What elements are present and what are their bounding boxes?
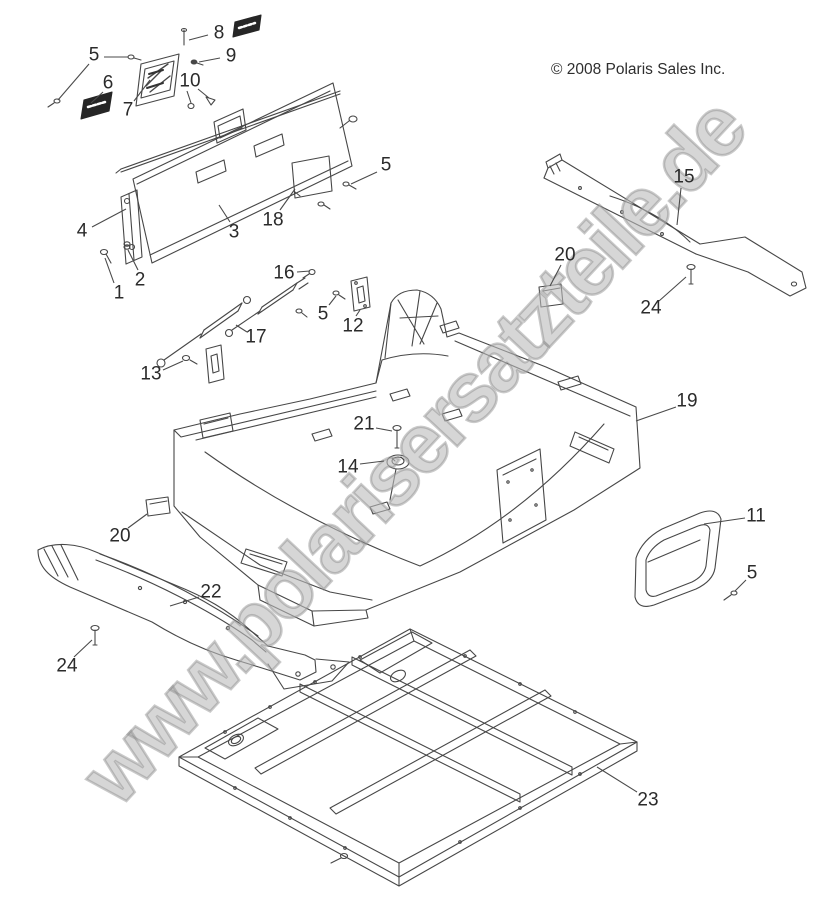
pad-20-left (145, 496, 171, 517)
leader-line-22 (169, 596, 200, 607)
leader-line-5 (328, 295, 337, 306)
callout-21: 21 (353, 413, 375, 435)
callout-5: 5 (88, 44, 100, 66)
leader-line-13 (162, 360, 184, 371)
bracket-13 (205, 344, 225, 384)
leader-line-9 (198, 57, 221, 63)
screw-5-bottom (723, 590, 738, 601)
callout-22: 22 (200, 581, 222, 603)
bracket-15 (543, 153, 807, 297)
leader-line-24 (658, 276, 687, 302)
callout-13: 13 (140, 363, 162, 385)
leader-line-2 (127, 249, 139, 271)
decal-small-2 (232, 14, 262, 38)
leader-line-19 (635, 406, 677, 422)
leader-line-4 (91, 208, 127, 228)
callout-24: 24 (640, 297, 662, 319)
tailgate-fasteners (47, 27, 357, 264)
emblem (135, 53, 180, 107)
callout-15: 15 (673, 166, 695, 188)
callout-5: 5 (380, 154, 392, 176)
callout-24: 24 (56, 655, 78, 677)
bracket-12 (350, 276, 371, 312)
bolt-24-right (686, 263, 696, 285)
grommet-14 (386, 454, 410, 501)
tailgate-hinge (120, 189, 143, 265)
leader-line-6 (90, 91, 104, 104)
callout-19: 19 (676, 390, 698, 412)
frame-23 (178, 628, 638, 887)
decal-small (80, 91, 113, 120)
bracket-22 (37, 544, 350, 690)
leader-line-1 (104, 257, 115, 284)
mid-screws (181, 290, 346, 365)
leader-line-21 (375, 427, 393, 432)
cargo-box (173, 289, 641, 627)
leader-line-20 (127, 513, 148, 529)
callout-1: 1 (113, 282, 125, 304)
leader-line-17 (235, 324, 248, 333)
leader-line-11 (703, 517, 746, 525)
side-panel-11 (634, 510, 722, 607)
leader-line-14 (359, 460, 385, 465)
leader-line-20 (549, 264, 562, 287)
leader-line-5 (350, 171, 378, 185)
tailgate-panel (115, 82, 358, 264)
leader-line-12 (355, 309, 361, 317)
leader-line-16 (296, 270, 311, 273)
callout-7: 7 (122, 99, 134, 121)
callout-18: 18 (262, 209, 284, 231)
callout-2: 2 (134, 269, 146, 291)
bolt-21 (392, 424, 402, 449)
leader-line-23 (596, 766, 638, 793)
callout-4: 4 (76, 220, 88, 242)
callout-5: 5 (317, 303, 329, 325)
callout-11: 11 (746, 505, 766, 527)
pad-20-right (538, 283, 564, 308)
leader-line-10 (186, 90, 192, 104)
callout-9: 9 (225, 45, 237, 67)
copyright-notice: © 2008 Polaris Sales Inc. (551, 61, 726, 78)
bolt-24-left (90, 624, 100, 646)
leader-line-3 (218, 204, 231, 223)
callout-5: 5 (746, 562, 758, 584)
callout-12: 12 (342, 315, 364, 337)
leader-line-18 (279, 188, 296, 211)
strut-16 (224, 268, 316, 338)
callout-10: 10 (179, 70, 201, 92)
callout-16: 16 (273, 262, 295, 284)
callout-6: 6 (102, 72, 114, 94)
leader-line-5 (734, 579, 747, 592)
leader-line-5 (57, 63, 90, 101)
callout-3: 3 (228, 221, 240, 243)
callout-17: 17 (245, 326, 267, 348)
leader-line-8 (188, 34, 209, 41)
callout-14: 14 (337, 456, 359, 478)
leader-line-15 (676, 187, 682, 226)
callout-20: 20 (554, 244, 576, 266)
leader-line-10 (197, 88, 210, 99)
leader-line-24 (73, 639, 93, 658)
callout-23: 23 (637, 789, 659, 811)
access-panel (291, 155, 333, 199)
leader-line-7 (133, 79, 151, 102)
callout-8: 8 (213, 22, 225, 44)
strut-17 (156, 295, 252, 368)
callout-20: 20 (109, 525, 131, 547)
